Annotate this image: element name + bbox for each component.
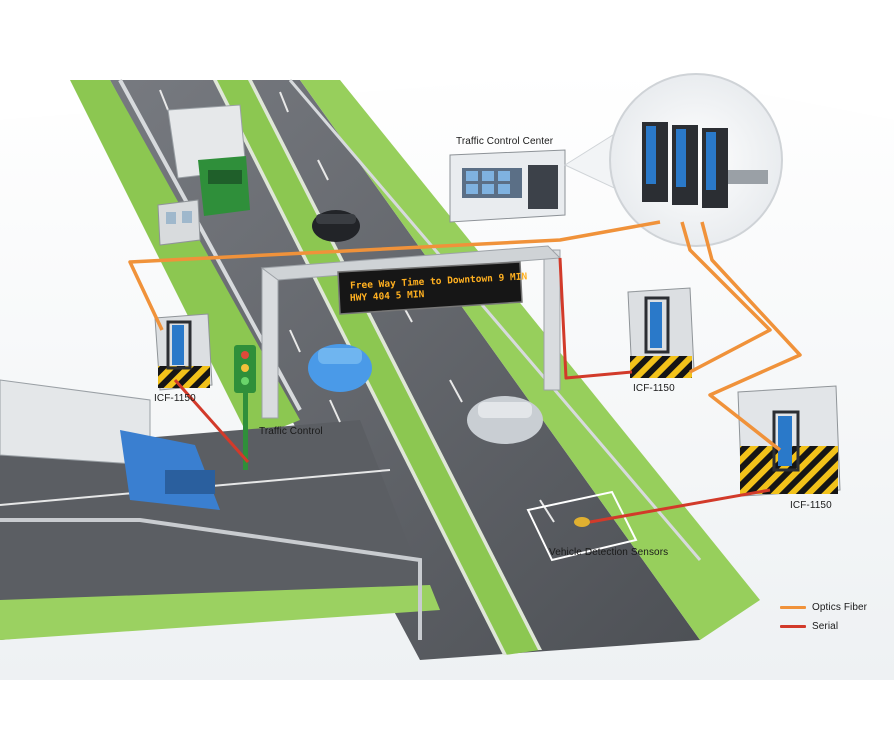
legend-optic-fiber-label: Optics Fiber — [812, 602, 867, 613]
control-center — [450, 150, 565, 222]
toll-booth — [158, 200, 200, 245]
dark-car — [312, 210, 360, 242]
cabinet-mid — [628, 288, 694, 378]
label-vehicle-detection-sensors: Vehicle Detection Sensors — [549, 547, 668, 558]
label-icf-1150-right: ICF-1150 — [790, 500, 832, 511]
label-traffic-control: Traffic Control — [259, 426, 323, 437]
legend-serial-swatch — [780, 625, 806, 628]
label-icf-1150-left: ICF-1150 — [154, 393, 196, 404]
cabinet-right — [738, 386, 840, 496]
legend-optic-fiber-swatch — [780, 606, 806, 609]
cabinet-left — [155, 314, 212, 390]
blue-car — [308, 344, 372, 392]
legend-serial-label: Serial — [812, 621, 838, 632]
silver-car — [467, 396, 543, 444]
legend-serial: Serial — [780, 621, 838, 632]
label-traffic-control-center: Traffic Control Center — [456, 136, 553, 147]
label-icf-1150-mid: ICF-1150 — [633, 383, 675, 394]
legend-optic-fiber: Optics Fiber — [780, 602, 867, 613]
